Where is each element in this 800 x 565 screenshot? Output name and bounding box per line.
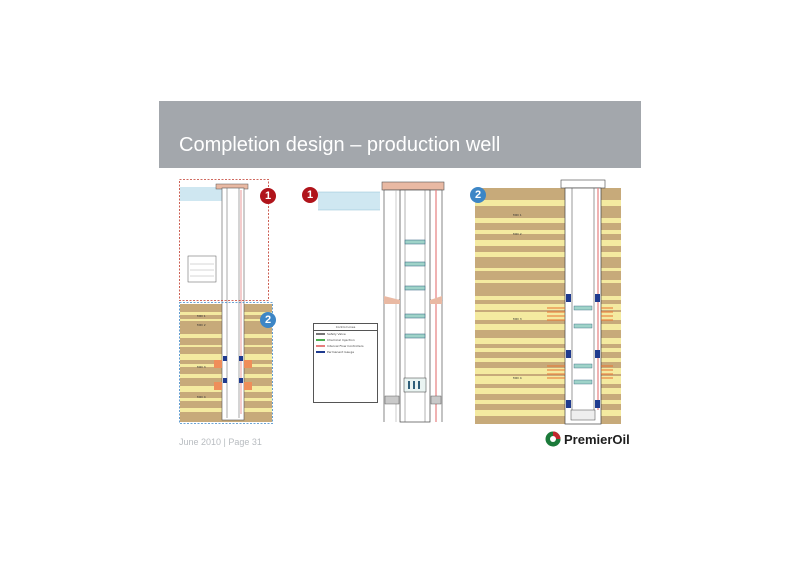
zone-label-overview-mid-3: MID 3 — [197, 365, 206, 369]
legend-swatch — [316, 345, 325, 347]
zone-label-mid-2: MID 2 — [513, 232, 522, 236]
zone-label-mid-3: MID 3 — [513, 317, 522, 321]
badge-1-overview: 1 — [260, 188, 276, 204]
legend-item: Chemical Injection — [314, 337, 377, 343]
upper-completion-detail — [318, 181, 445, 423]
premier-oil-logo: PremierOil — [545, 430, 630, 448]
zone-label-mid-4: MID 4 — [513, 376, 522, 380]
legend-item: Safety Valve — [314, 331, 377, 337]
legend-label: Chemical Injection — [327, 338, 355, 342]
zone-label-overview-mid-2: MID 2 — [197, 323, 206, 327]
legend-label: Interval Flow Controllers — [327, 344, 364, 348]
zone-label-overview-mid-4: MID 4 — [197, 395, 206, 399]
badge-1-detail: 1 — [302, 187, 318, 203]
legend-header: Control Lines — [314, 324, 377, 331]
legend-label: Permanent Gauge — [327, 350, 355, 354]
control-lines-legend: Control Lines Safety Valve Chemical Inje… — [313, 323, 378, 403]
legend-swatch — [316, 339, 325, 341]
slide-header: Completion design – production well — [159, 101, 641, 168]
legend-label: Safety Valve — [327, 332, 346, 336]
badge-2-detail: 2 — [470, 187, 486, 203]
legend-item: Interval Flow Controllers — [314, 343, 377, 349]
slide-title: Completion design – production well — [179, 134, 501, 156]
zone-label-mid-1: MID 1 — [513, 213, 522, 217]
legend-swatch — [316, 333, 325, 335]
legend-item: Permanent Gauge — [314, 349, 377, 355]
zone-label-overview-mid-1: MID 1 — [197, 314, 206, 318]
reservoir-section-detail — [475, 179, 621, 425]
premier-oil-logo-icon — [545, 431, 561, 447]
legend-swatch — [316, 351, 325, 353]
page-footer: June 2010 | Page 31 — [179, 437, 262, 447]
overview-diagram — [179, 179, 273, 424]
badge-2-overview: 2 — [260, 312, 276, 328]
logo-text: PremierOil — [564, 431, 630, 447]
